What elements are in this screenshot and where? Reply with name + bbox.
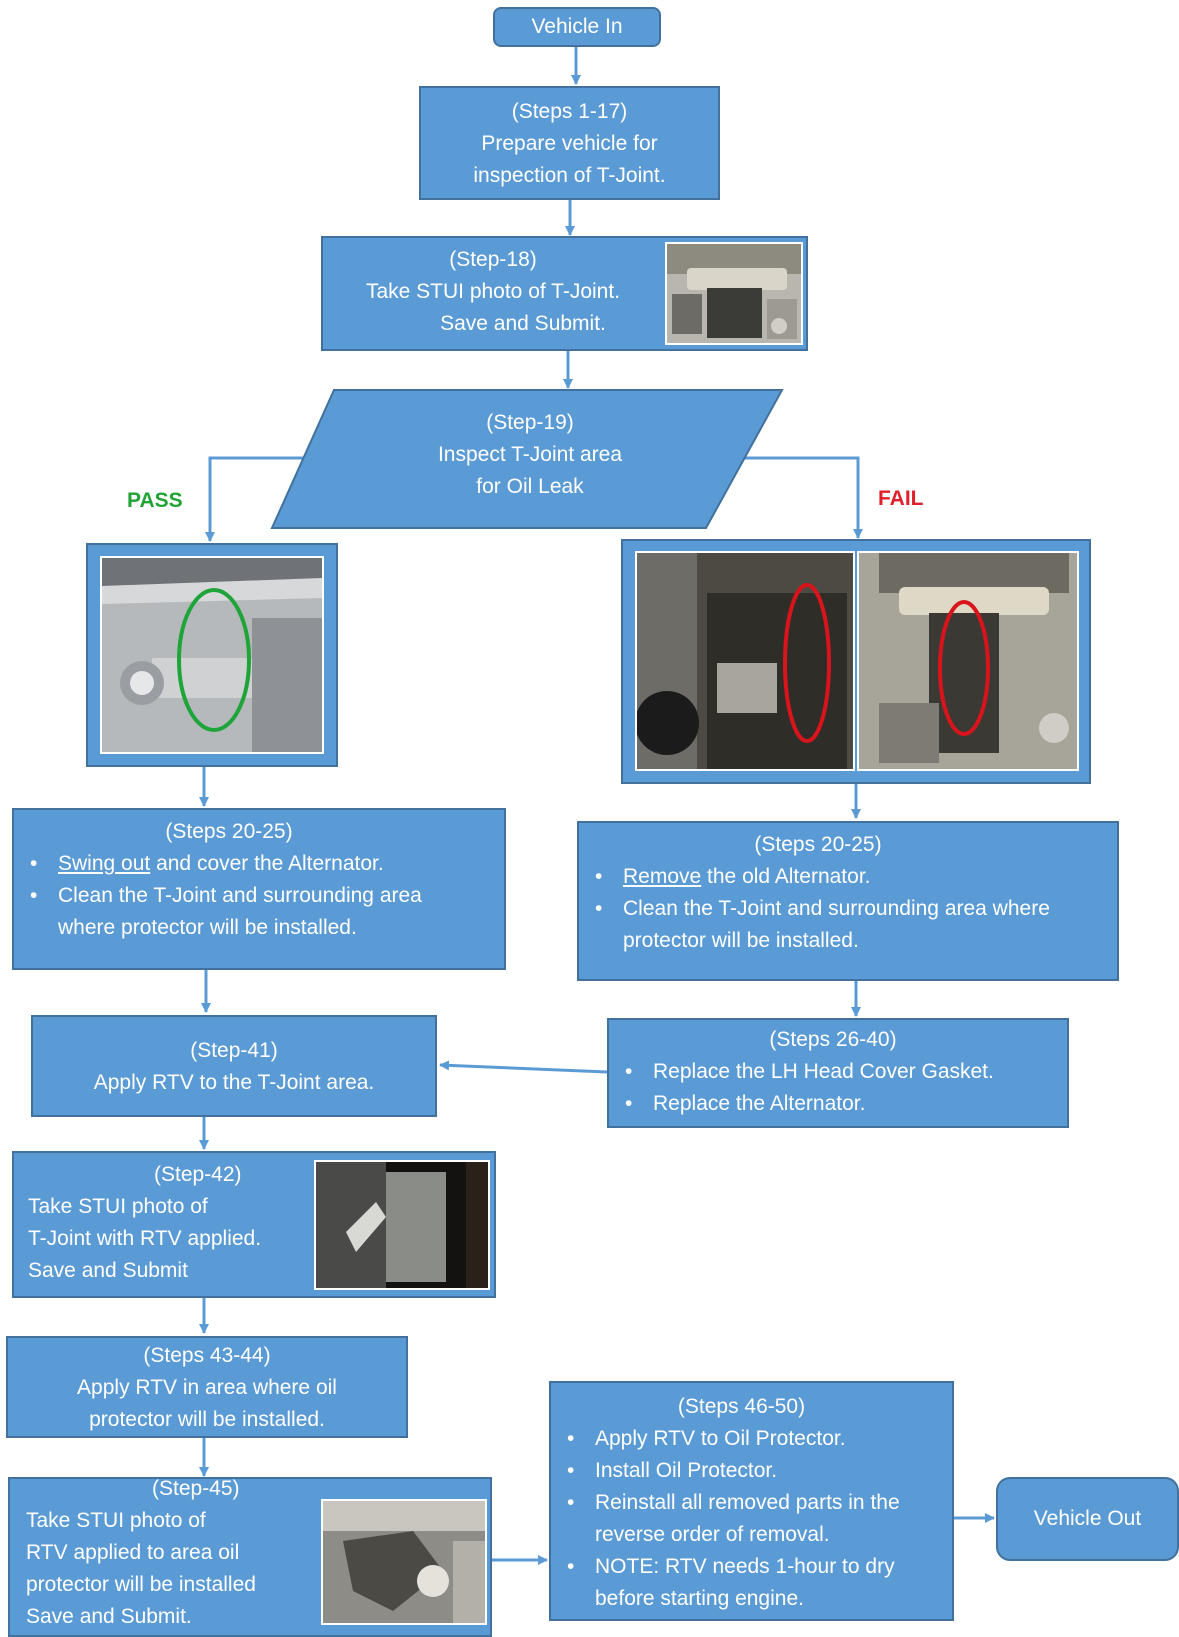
steps-26-40-bullet-1-text: Replace the LH Head Cover Gasket. (653, 1060, 994, 1083)
steps-46-50-bullet-2: Install Oil Protector. (551, 1455, 952, 1487)
steps-43-44-title: (Steps 43-44) (143, 1344, 271, 1367)
steps-46-50-bullet-4-text: NOTE: RTV needs 1-hour to dry before sta… (595, 1555, 895, 1610)
step-45-line2: RTV applied to area oil (26, 1541, 240, 1564)
step-18-title: (Step-18) (449, 248, 537, 271)
step-45-line3: protector will be installed (26, 1573, 256, 1596)
vehicle-out-label: Vehicle Out (1033, 1507, 1142, 1530)
steps-46-50-bullet-4: NOTE: RTV needs 1-hour to dry before sta… (551, 1551, 952, 1615)
step-18-line1: Take STUI photo of T-Joint. (365, 280, 621, 303)
arrow-fail-branch (736, 456, 863, 539)
fail-tjoint-photo-right (857, 551, 1079, 771)
step-42-line3: Save and Submit (28, 1259, 188, 1282)
vehicle-in-terminal: Vehicle In (493, 7, 661, 47)
step-45-line4: Save and Submit. (26, 1605, 192, 1628)
fail-20-25-bullet-1: Remove the old Alternator. (579, 861, 1117, 893)
steps-46-50-bullet-2-text: Install Oil Protector. (595, 1459, 778, 1482)
steps-46-50-title: (Steps 46-50) (677, 1395, 806, 1418)
process-pass-steps-20-25: (Steps 20-25) Swing out and cover the Al… (12, 808, 506, 970)
step-41-title: (Step-41) (190, 1039, 278, 1062)
process-steps-46-50: (Steps 46-50) Apply RTV to Oil Protector… (549, 1381, 954, 1621)
vehicle-out-terminal: Vehicle Out (996, 1477, 1179, 1561)
steps-26-40-title: (Steps 26-40) (769, 1028, 897, 1051)
fail-20-25-title: (Steps 20-25) (754, 833, 882, 856)
fail-tjoint-photo-left (635, 551, 855, 771)
process-step-41: (Step-41) Apply RTV to the T-Joint area. (31, 1015, 437, 1117)
step-45-title: (Step-45) (152, 1477, 240, 1500)
fail-20-25-bullet-1-underlined: Remove (623, 865, 702, 888)
process-step-18: (Step-18) Take STUI photo of T-Joint. Sa… (321, 236, 808, 351)
steps-46-50-bullet-1-text: Apply RTV to Oil Protector. (595, 1427, 846, 1450)
process-step-42: (Step-42) Take STUI photo of T-Joint wit… (12, 1151, 496, 1298)
step-45-line1: Take STUI photo of (26, 1509, 206, 1532)
arrow-pass-branch (205, 456, 318, 542)
pass-ring-icon (177, 588, 251, 732)
steps-26-40-bullet-2-text: Replace the Alternator. (653, 1092, 866, 1115)
fail-label: FAIL (878, 487, 924, 510)
steps-1-17-line2: inspection of T-Joint. (473, 164, 666, 187)
step-18-line2: Save and Submit. (440, 312, 606, 335)
tjoint-photo-step-18 (665, 242, 803, 345)
fail-photo-frame (621, 539, 1091, 784)
step-19-title: (Step-19) (486, 411, 574, 434)
steps-26-40-bullet-1: Replace the LH Head Cover Gasket. (609, 1056, 1067, 1088)
pass-tjoint-photo (100, 556, 324, 754)
steps-26-40-bullet-2: Replace the Alternator. (609, 1088, 1067, 1120)
step-42-title: (Step-42) (154, 1163, 242, 1186)
process-steps-26-40: (Steps 26-40) Replace the LH Head Cover … (607, 1018, 1069, 1128)
pass-photo-frame (86, 543, 338, 767)
pass-20-25-bullet-1-underlined: Swing out (58, 852, 151, 875)
steps-43-44-line2: protector will be installed. (89, 1408, 325, 1431)
fail-20-25-bullet-1-rest: the old Alternator. (701, 865, 871, 888)
steps-46-50-bullet-1: Apply RTV to Oil Protector. (551, 1423, 952, 1455)
step-42-line1: Take STUI photo of (28, 1195, 208, 1218)
fail-20-25-bullet-2: Clean the T-Joint and surrounding area w… (579, 893, 1117, 957)
fail-ring-left-icon (783, 583, 831, 743)
fail-ring-right-icon (938, 600, 990, 736)
process-fail-steps-20-25: (Steps 20-25) Remove the old Alternator.… (577, 821, 1119, 981)
steps-1-17-title: (Steps 1-17) (511, 100, 628, 123)
step-19-line2: for Oil Leak (476, 475, 584, 498)
step-42-line2: T-Joint with RTV applied. (28, 1227, 262, 1250)
process-step-45: (Step-45) Take STUI photo of RTV applied… (8, 1477, 492, 1637)
process-steps-1-17: (Steps 1-17) Prepare vehicle for inspect… (419, 86, 720, 200)
step-19-line1: Inspect T-Joint area (437, 443, 623, 466)
rtv-tjoint-photo-step-42 (314, 1160, 490, 1290)
step-41-line1: Apply RTV to the T-Joint area. (93, 1071, 375, 1094)
pass-20-25-title: (Steps 20-25) (165, 820, 293, 843)
decision-step-19-text: (Step-19) Inspect T-Joint area for Oil L… (380, 407, 680, 503)
steps-46-50-bullet-3: Reinstall all removed parts in the rever… (551, 1487, 952, 1551)
pass-20-25-bullet-2: Clean the T-Joint and surrounding area w… (14, 880, 504, 944)
pass-20-25-bullet-1: Swing out and cover the Alternator. (14, 848, 504, 880)
rtv-area-photo-step-45 (321, 1499, 487, 1625)
steps-1-17-line1: Prepare vehicle for (481, 132, 658, 155)
fail-20-25-bullet-2-text: Clean the T-Joint and surrounding area w… (623, 897, 1050, 952)
pass-20-25-bullet-1-rest: and cover the Alternator. (150, 852, 384, 875)
vehicle-in-label: Vehicle In (531, 15, 623, 38)
arrow-s26-to-s41 (439, 1060, 608, 1074)
pass-20-25-bullet-2-text: Clean the T-Joint and surrounding area w… (58, 884, 422, 939)
decision-step-19 (270, 389, 784, 529)
steps-46-50-bullet-3-text: Reinstall all removed parts in the rever… (595, 1491, 900, 1546)
steps-43-44-line1: Apply RTV in area where oil (77, 1376, 337, 1399)
process-steps-43-44: (Steps 43-44) Apply RTV in area where oi… (6, 1336, 408, 1438)
pass-label: PASS (127, 489, 183, 512)
